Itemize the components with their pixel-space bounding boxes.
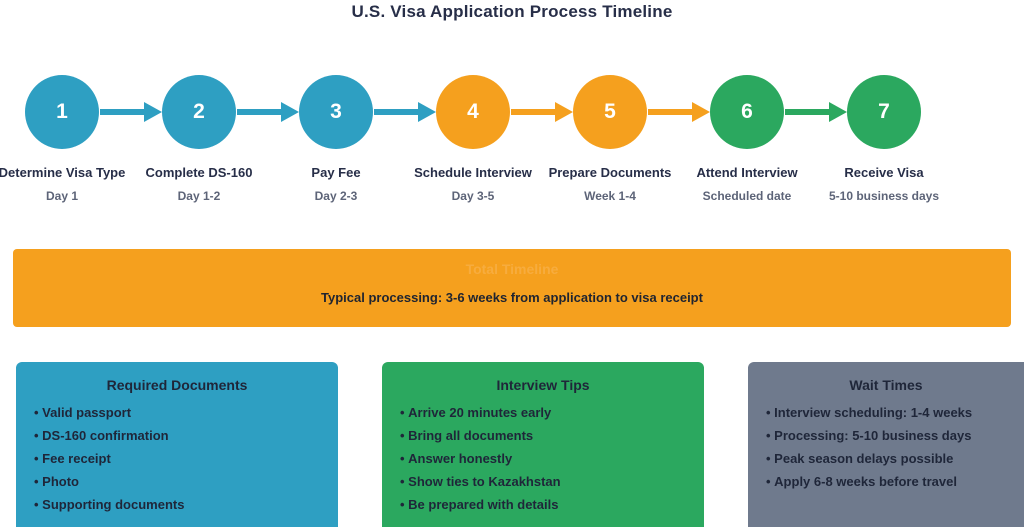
wait-times-box: Wait Times Interview scheduling: 1-4 wee… [748, 362, 1024, 527]
step-sublabel: Day 1 [45, 189, 79, 203]
step-label: Determine Visa Type [0, 165, 126, 180]
list-item: Apply 6-8 weeks before travel [766, 475, 1024, 488]
list-item: DS-160 confirmation [34, 429, 338, 442]
step-number: 1 [56, 100, 68, 123]
step-sublabel: Day 1-2 [177, 189, 221, 203]
arrow-right-icon [785, 102, 847, 122]
banner-heading: Total Timeline [465, 261, 559, 277]
step-label: Attend Interview [696, 165, 798, 180]
list-item: Photo [34, 475, 338, 488]
step-sublabel: Scheduled date [702, 189, 792, 203]
box-list: Valid passport DS-160 confirmation Fee r… [34, 406, 338, 511]
step-sublabel: Day 3-5 [451, 189, 495, 203]
step-label: Pay Fee [311, 165, 361, 180]
box-list: Interview scheduling: 1-4 weeks Processi… [766, 406, 1024, 488]
step-number: 7 [878, 100, 890, 123]
step-label: Receive Visa [844, 165, 924, 180]
step-circle: 6 [710, 75, 784, 149]
box-title: Interview Tips [496, 377, 590, 393]
arrow-right-icon [100, 102, 162, 122]
arrow-right-icon [237, 102, 299, 122]
step-circle: 7 [847, 75, 921, 149]
step-number: 2 [193, 100, 205, 123]
step-circle: 4 [436, 75, 510, 149]
step-label: Schedule Interview [414, 165, 532, 180]
box-title: Wait Times [849, 377, 923, 393]
arrow-right-icon [511, 102, 573, 122]
list-item: Processing: 5-10 business days [766, 429, 1024, 442]
list-item: Interview scheduling: 1-4 weeks [766, 406, 1024, 419]
step-number: 6 [741, 100, 753, 123]
list-item: Show ties to Kazakhstan [400, 475, 704, 488]
step-number: 3 [330, 100, 342, 123]
list-item: Be prepared with details [400, 498, 704, 511]
list-item: Peak season delays possible [766, 452, 1024, 465]
step-circle: 5 [573, 75, 647, 149]
box-title: Required Documents [106, 377, 248, 393]
list-item: Supporting documents [34, 498, 338, 511]
total-timeline-banner: Total Timeline Typical processing: 3-6 w… [13, 249, 1011, 327]
step-number: 5 [604, 100, 616, 123]
page-title: U.S. Visa Application Process Timeline [351, 2, 673, 21]
list-item: Valid passport [34, 406, 338, 419]
step-circle: 2 [162, 75, 236, 149]
step-number: 4 [467, 100, 479, 123]
step-label: Complete DS-160 [145, 165, 253, 180]
step-sublabel: Day 2-3 [314, 189, 358, 203]
arrow-right-icon [648, 102, 710, 122]
list-item: Fee receipt [34, 452, 338, 465]
step-circle: 1 [25, 75, 99, 149]
interview-tips-box: Interview Tips Arrive 20 minutes early B… [382, 362, 704, 527]
step-label: Prepare Documents [548, 165, 672, 180]
list-item: Answer honestly [400, 452, 704, 465]
box-list: Arrive 20 minutes early Bring all docume… [400, 406, 704, 511]
list-item: Bring all documents [400, 429, 704, 442]
step-sublabel: Week 1-4 [584, 189, 636, 203]
list-item: Arrive 20 minutes early [400, 406, 704, 419]
step-circle: 3 [299, 75, 373, 149]
arrow-right-icon [374, 102, 436, 122]
required-documents-box: Required Documents Valid passport DS-160… [16, 362, 338, 527]
banner-text: Typical processing: 3-6 weeks from appli… [321, 290, 703, 305]
step-sublabel: 5-10 business days [828, 189, 940, 203]
